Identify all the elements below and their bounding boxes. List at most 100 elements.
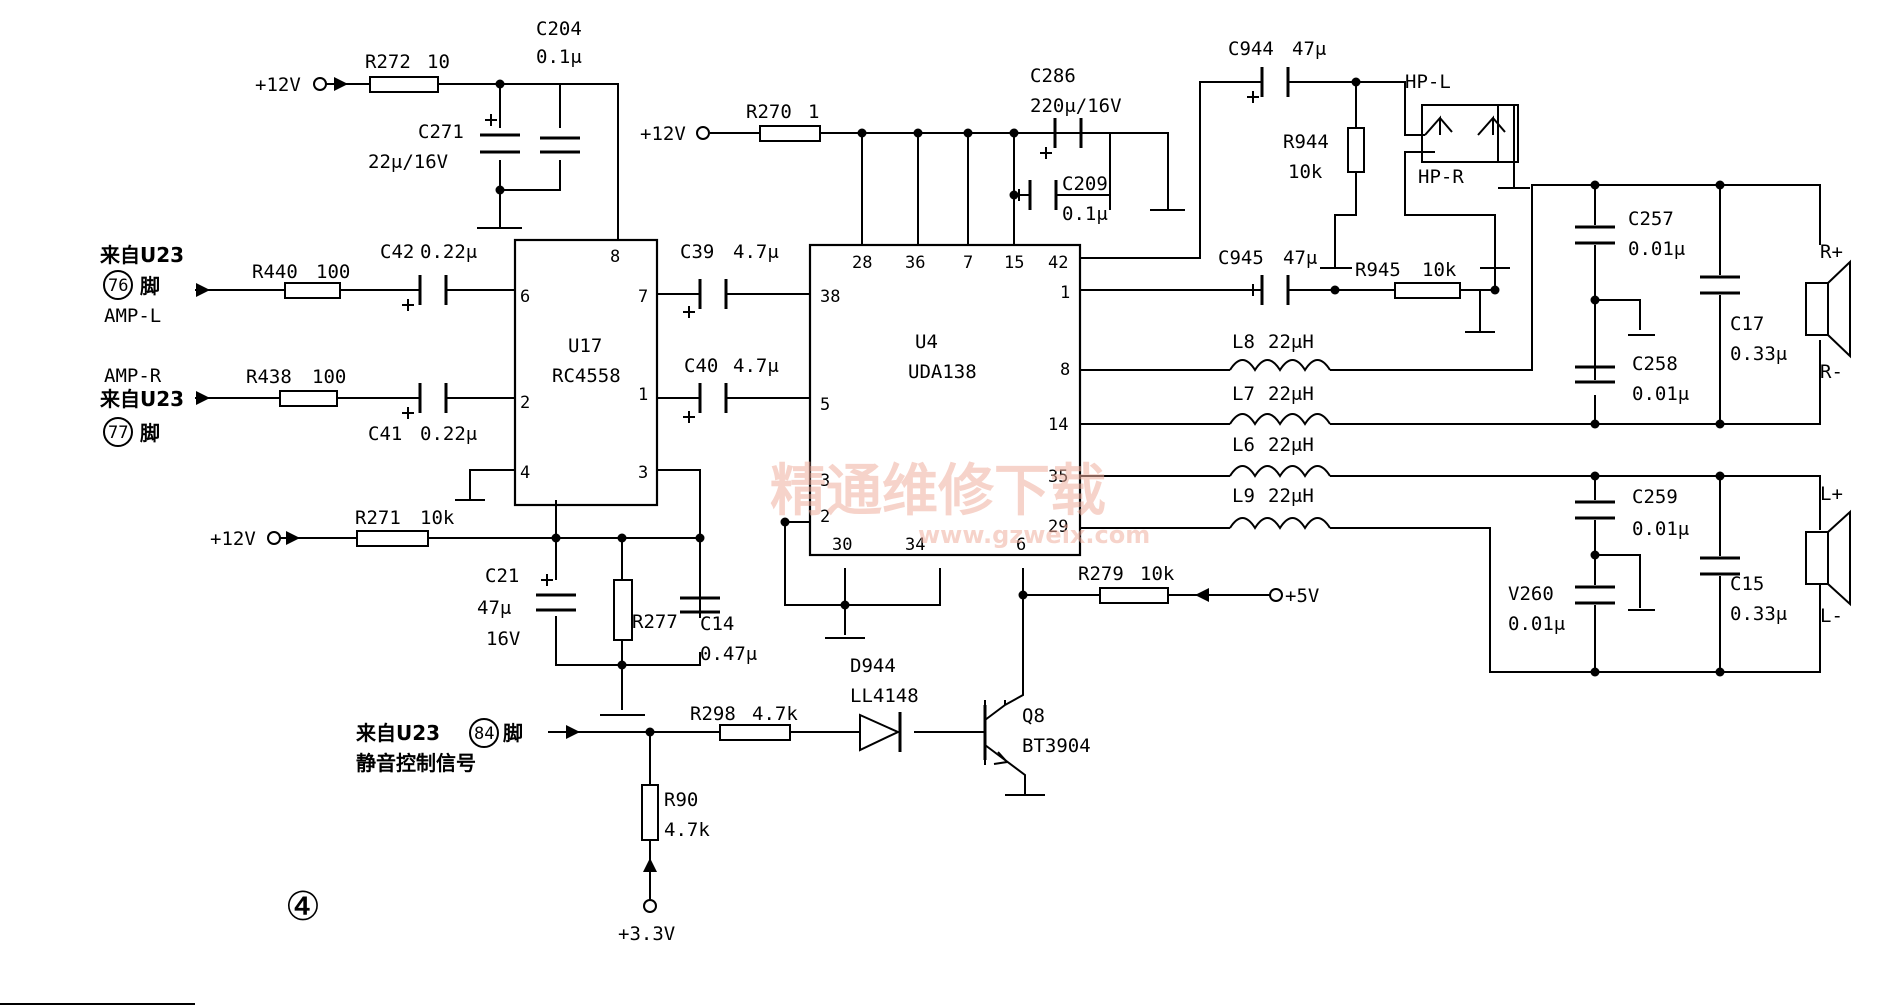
r272-value: 10 [427, 51, 450, 73]
d944-ref: D944 [850, 655, 896, 677]
r271-ref: R271 [355, 507, 401, 529]
l6-ref: L6 [1232, 434, 1255, 456]
u4-pin-7: 7 [963, 253, 973, 273]
c209-value: 0.1μ [1062, 203, 1108, 225]
u4-pin-38: 38 [820, 287, 840, 307]
c21-rating: 16V [486, 628, 520, 650]
signal-arrows [196, 77, 1209, 872]
r90-ref: R90 [664, 789, 698, 811]
c258-value: 0.01μ [1632, 383, 1689, 405]
amp-r-pin-suffix: 脚 [140, 421, 160, 445]
r271-value: 10k [420, 507, 455, 529]
supply-terminals [267, 77, 1283, 913]
c39-ref: C39 [680, 241, 714, 263]
hp-l-label: HP-L [1405, 71, 1451, 93]
input-mute: 来自U23 84 脚 静音控制信号 [355, 718, 523, 775]
mute-pin-suffix: 脚 [503, 721, 523, 745]
c39-value: 4.7μ [733, 241, 779, 263]
headphone-jack-icon [1421, 104, 1519, 163]
c40-ref: C40 [684, 355, 718, 377]
inductor-coils [1229, 359, 1331, 530]
c14-value: 0.47μ [700, 643, 757, 665]
input-amp-r: AMP-R 来自U23 77 脚 [99, 365, 184, 447]
u4-pin-29: 29 [1048, 517, 1068, 537]
r440-value: 100 [316, 261, 350, 283]
c17-value: 0.33μ [1730, 343, 1787, 365]
u4-pin-6: 6 [1016, 535, 1026, 555]
u4-pin-30: 30 [832, 535, 852, 555]
c41-value: 0.22μ [420, 423, 477, 445]
r298-body [719, 724, 791, 741]
r270-body [759, 125, 821, 142]
v260-value: 0.01μ [1508, 613, 1565, 635]
hp-r-label: HP-R [1418, 166, 1464, 188]
r438-ref: R438 [246, 366, 292, 388]
r438-value: 100 [312, 366, 346, 388]
supply-3v3: +3.3V [618, 923, 675, 945]
c204-ref: C204 [536, 18, 582, 40]
r440-ref: R440 [252, 261, 298, 283]
u17-ref: U17 [568, 335, 602, 357]
amp-l-pin: 76 [108, 276, 128, 296]
l9-coil [1229, 517, 1331, 530]
l7-coil [1229, 413, 1331, 426]
r272-body [369, 76, 439, 93]
u17-pin-8: 8 [610, 247, 620, 267]
amp-l-pin-suffix: 脚 [140, 274, 160, 298]
c945-ref: C945 [1218, 247, 1264, 269]
input-amp-l: 来自U23 76 脚 AMP-L [99, 243, 184, 327]
capacitor-plates [418, 67, 1740, 614]
r279-body [1099, 587, 1169, 604]
u4-pin-14: 14 [1048, 415, 1068, 435]
r270-value: 1 [808, 101, 819, 123]
resistor-bodies [279, 76, 1461, 841]
l9-value: 22μH [1268, 485, 1314, 507]
c259-ref: C259 [1632, 486, 1678, 508]
supply-12v-bias: +12V [210, 528, 256, 550]
mute-desc: 静音控制信号 [356, 751, 476, 775]
r271-body [356, 530, 429, 547]
diode-d944-icon [859, 712, 902, 752]
r438-body [279, 390, 338, 407]
u17-pin-3: 3 [638, 463, 648, 483]
u17-chip-body [513, 238, 659, 507]
u4-ref: U4 [915, 331, 938, 353]
d944-part: LL4148 [850, 685, 919, 707]
r90-body [641, 784, 659, 841]
c259-value: 0.01μ [1632, 518, 1689, 540]
mute-pin: 84 [474, 724, 494, 744]
c944-value: 47μ [1292, 38, 1326, 60]
mute-from: 来自U23 [355, 721, 440, 745]
c42-value: 0.22μ [420, 241, 477, 263]
r945-value: 10k [1422, 259, 1457, 281]
l-plus-label: L+ [1820, 483, 1843, 505]
ground-symbols [477, 209, 1655, 611]
c14-ref: C14 [700, 613, 734, 635]
q8-part: BT3904 [1022, 735, 1091, 757]
l7-value: 22μH [1268, 383, 1314, 405]
c15-value: 0.33μ [1730, 603, 1787, 625]
u17-pin-4: 4 [520, 463, 530, 483]
c15-ref: C15 [1730, 573, 1764, 595]
u17-pin-7: 7 [638, 287, 648, 307]
c257-ref: C257 [1628, 208, 1674, 230]
supply-5v: +5V [1285, 585, 1319, 607]
u17-pin-1: 1 [638, 385, 648, 405]
amp-r-from: 来自U23 [99, 387, 184, 411]
u4-pin-36: 36 [905, 253, 925, 273]
r945-body [1394, 282, 1461, 299]
amp-r-pin: 77 [108, 423, 128, 443]
r-minus-label: R- [1820, 361, 1843, 383]
u4-part: UDA138 [908, 361, 977, 383]
c257-value: 0.01μ [1628, 238, 1685, 260]
figure-number: ④ [285, 884, 321, 930]
c271-ref: C271 [418, 121, 464, 143]
u17-part: RC4558 [552, 365, 621, 387]
r944-body [1347, 127, 1365, 173]
watermark-text: 精通维修下载 [770, 458, 1106, 524]
c42-ref: C42 [380, 241, 414, 263]
r298-ref: R298 [690, 703, 736, 725]
l9-ref: L9 [1232, 485, 1255, 507]
c204-value: 0.1μ [536, 46, 582, 68]
